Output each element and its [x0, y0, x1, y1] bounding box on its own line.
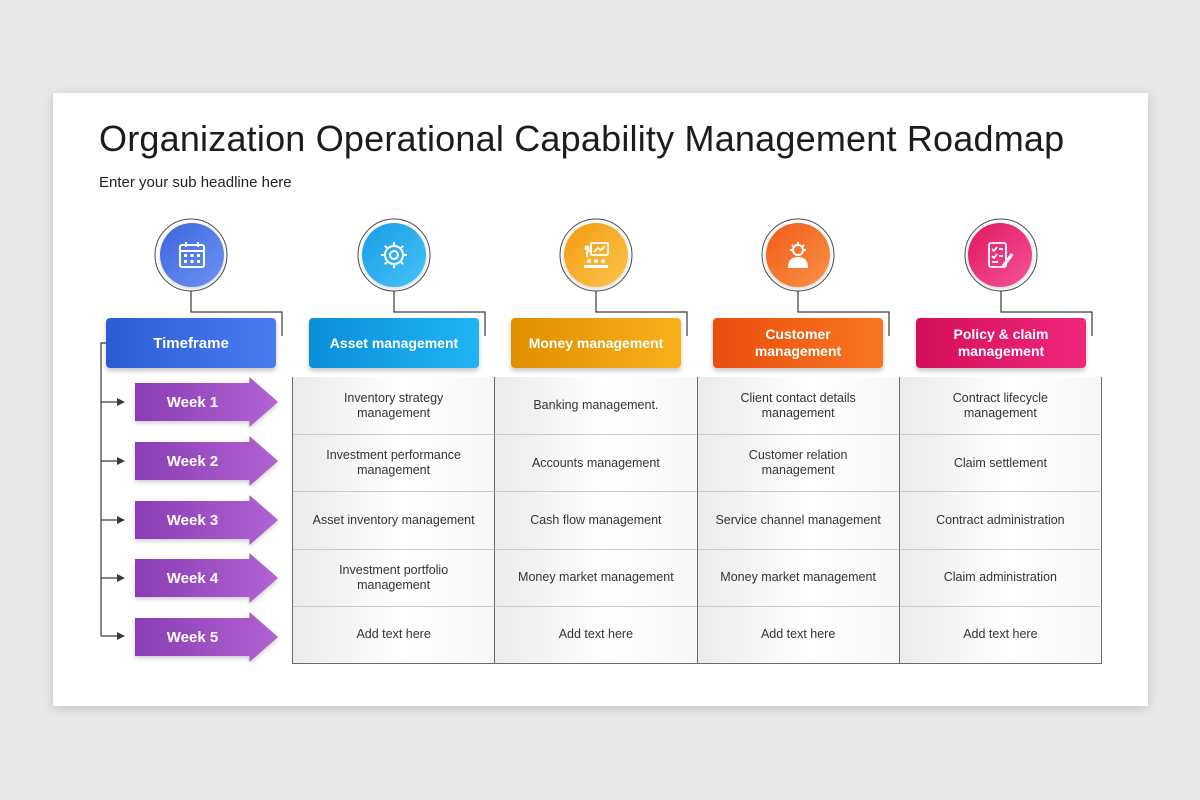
- table-cell: Contract administration: [899, 491, 1102, 549]
- table-cell: Accounts management: [495, 434, 698, 492]
- header-label: Asset management: [329, 334, 459, 351]
- week-connector-arrowhead: [117, 574, 125, 582]
- week-connector-arrowhead: [117, 632, 125, 640]
- week-arrow-5: Week 5: [135, 612, 278, 662]
- header-timeframe: Timeframe: [106, 318, 276, 368]
- table-cell: Money market management: [495, 548, 698, 606]
- header-connector: [797, 291, 890, 336]
- header-customer-management: Customer management: [713, 318, 883, 368]
- table-cell: Contract lifecycle management: [899, 377, 1102, 435]
- week-arrow-3: Week 3: [135, 495, 278, 545]
- header-connector: [190, 291, 283, 336]
- week-label: Week 4: [166, 569, 219, 587]
- header-connector: [1000, 291, 1093, 336]
- column-icon-customer: [766, 223, 830, 287]
- header-policy-claim-management: Policy & claim management: [916, 318, 1086, 368]
- header-label: Policy & claim management: [953, 326, 1049, 359]
- week-arrow-2: Week 2: [135, 436, 278, 486]
- header-label: Timeframe: [153, 334, 229, 352]
- table-cell: Investment performance management: [293, 434, 496, 492]
- table-cell: Banking management.: [495, 377, 698, 435]
- table-cell: Customer relation management: [697, 434, 900, 492]
- week-connector-arrowhead: [117, 516, 125, 524]
- table-cell: Investment portfolio management: [293, 548, 496, 606]
- table-cell: Claim administration: [899, 548, 1102, 606]
- column-icon-policy: [968, 223, 1032, 287]
- header-label: Money management: [528, 334, 664, 351]
- column-icon-money: [564, 223, 628, 287]
- user-gear-icon: [788, 242, 808, 268]
- column-icon-timeframe: [160, 223, 224, 287]
- week-label: Week 5: [166, 628, 219, 646]
- header-asset-management: Asset management: [309, 318, 479, 368]
- table-cell: Asset inventory management: [293, 491, 496, 549]
- table-cell: Claim settlement: [899, 434, 1102, 492]
- checklist-pen-icon: [988, 242, 1014, 268]
- page-title: Organization Operational Capability Mana…: [99, 118, 1065, 159]
- week-connector-arrowhead: [117, 457, 125, 465]
- week-label: Week 2: [166, 452, 219, 470]
- calendar-icon: [179, 242, 205, 268]
- table-cell: Client contact details management: [697, 377, 900, 435]
- week-connector-arrowhead: [117, 398, 125, 406]
- roadmap-table: Inventory strategy management Banking ma…: [292, 377, 1102, 664]
- table-cell: Add text here: [899, 605, 1102, 663]
- table-cell: Add text here: [293, 605, 496, 663]
- header-connector: [393, 291, 486, 336]
- table-cell: Add text here: [697, 605, 900, 663]
- table-cell: Money market management: [697, 548, 900, 606]
- table-cell: Inventory strategy management: [293, 377, 496, 435]
- week-arrow-4: Week 4: [135, 553, 278, 603]
- table-cell: Add text here: [495, 605, 698, 663]
- table-cell: Cash flow management: [495, 491, 698, 549]
- header-money-management: Money management: [511, 318, 681, 368]
- week-arrow-1: Week 1: [135, 377, 278, 427]
- page-subtitle: Enter your sub headline here: [99, 174, 292, 191]
- column-icon-asset: [362, 223, 426, 287]
- gear-icon: [381, 242, 407, 268]
- timeframe-tree-line: [100, 342, 106, 636]
- header-connector: [595, 291, 688, 336]
- header-label: Customer management: [754, 326, 842, 359]
- week-label: Week 3: [166, 511, 219, 529]
- presentation-icon: [584, 242, 609, 268]
- table-cell: Service channel management: [697, 491, 900, 549]
- week-label: Week 1: [166, 393, 219, 411]
